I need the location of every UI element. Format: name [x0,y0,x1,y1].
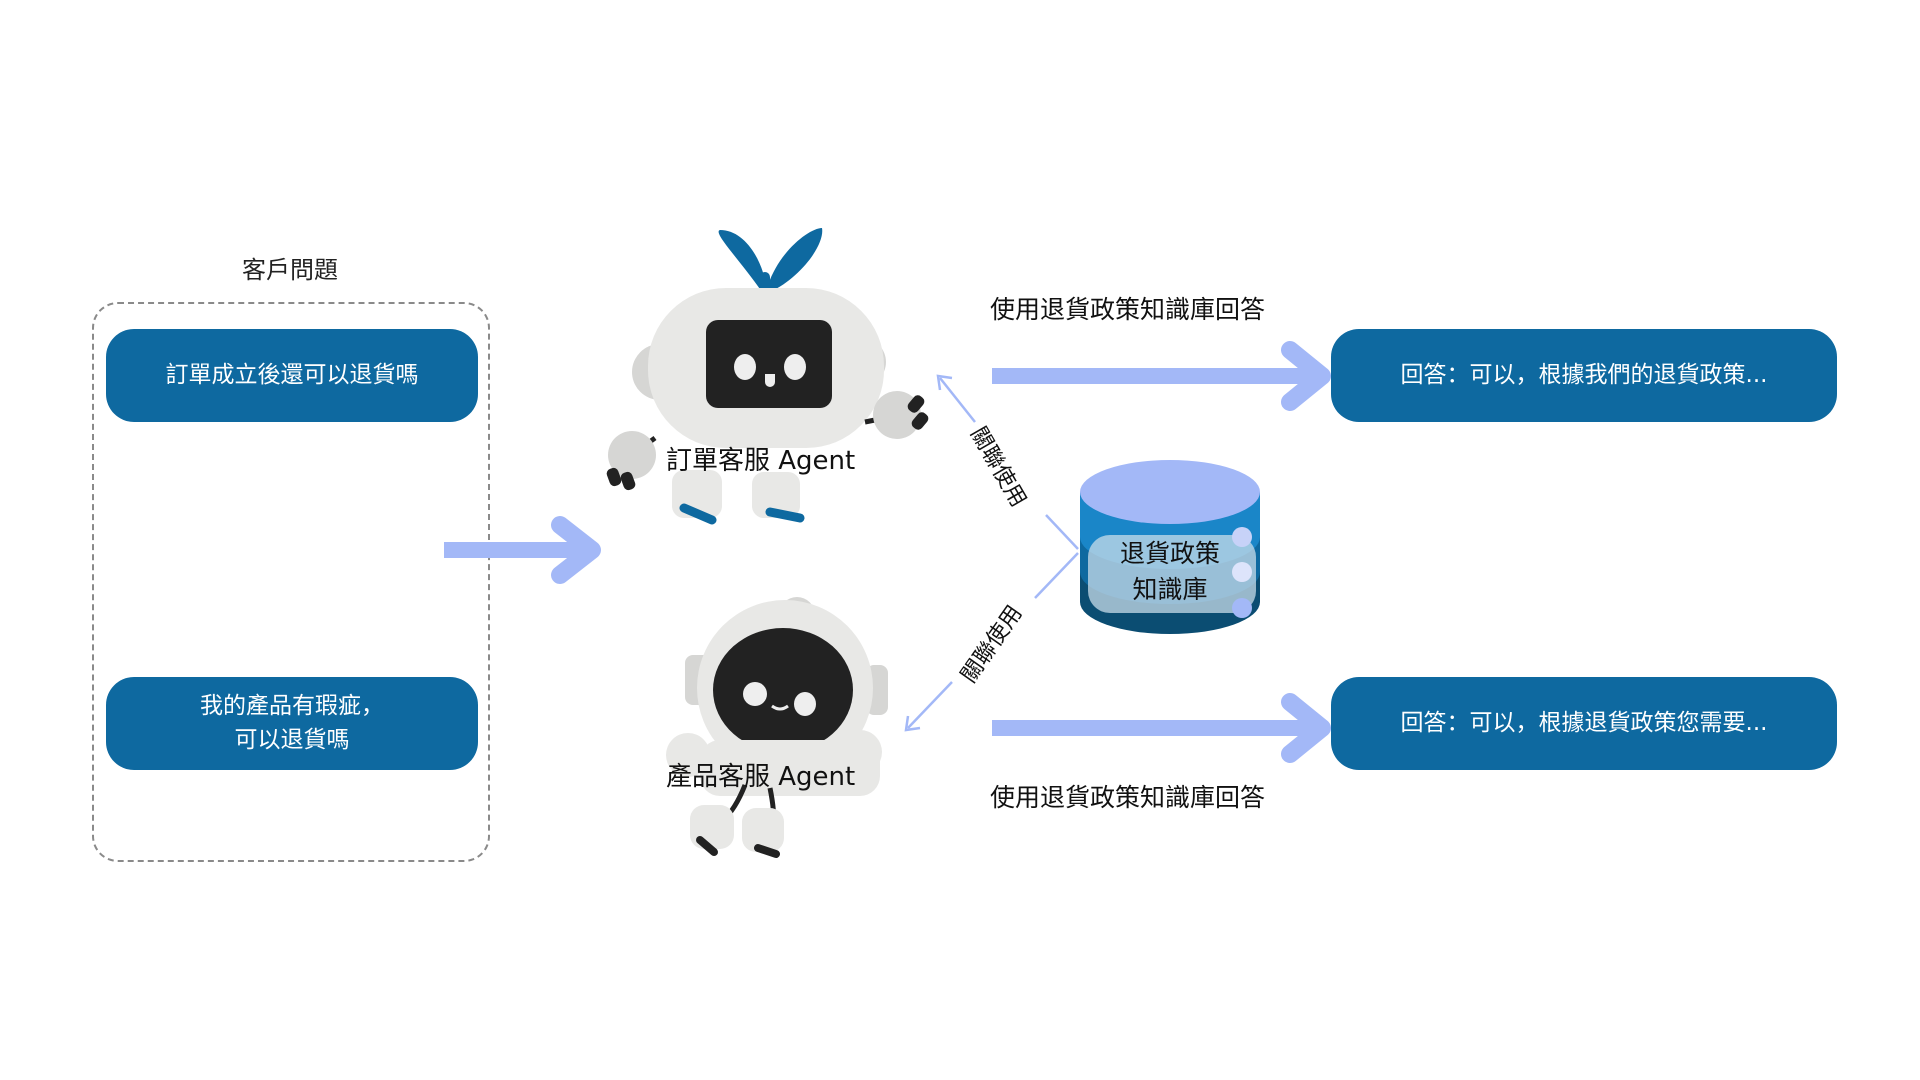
robot-with-sprout-icon [606,228,929,525]
question-bubble-product: 我的產品有瑕疵， 可以退貨嗎 [106,677,478,770]
agent-label-order: 訂單客服 Agent [666,446,856,476]
input-arrow [444,516,601,584]
answer-bubble-order: 回答：可以，根據我們的退貨政策... [1331,329,1837,422]
output-arrow-top [992,341,1331,411]
knowledge-base-line1: 退貨政策 [1119,539,1220,568]
question-bubble-order: 訂單成立後還可以退貨嗎 [106,329,478,422]
relation-arrow-bottom [904,552,1079,732]
knowledge-base-label: 退貨政策 知識庫 [1090,536,1250,609]
knowledge-base-line2: 知識庫 [1132,575,1208,605]
relation-arrow-top [936,374,1079,550]
flow-label-bottom: 使用退貨政策知識庫回答 [990,783,1266,812]
question-text: 訂單成立後還可以退貨嗎 [165,361,419,388]
customer-questions-title: 客戶問題 [242,256,338,284]
question-text-line2: 可以退貨嗎 [234,726,350,753]
agent-label-product: 產品客服 Agent [666,762,856,792]
answer-bubble-product: 回答：可以，根據退貨政策您需要... [1331,677,1837,770]
flow-label-top: 使用退貨政策知識庫回答 [990,295,1266,324]
answer-text: 回答：可以，根據我們的退貨政策... [1400,361,1768,388]
customer-questions-group [92,302,490,862]
round-robot-icon [666,597,888,858]
output-arrow-bottom [992,693,1331,763]
question-text-line1: 我的產品有瑕疵， [200,693,384,720]
answer-text: 回答：可以，根據退貨政策您需要... [1400,709,1768,736]
database-cylinder-icon [1080,460,1260,634]
